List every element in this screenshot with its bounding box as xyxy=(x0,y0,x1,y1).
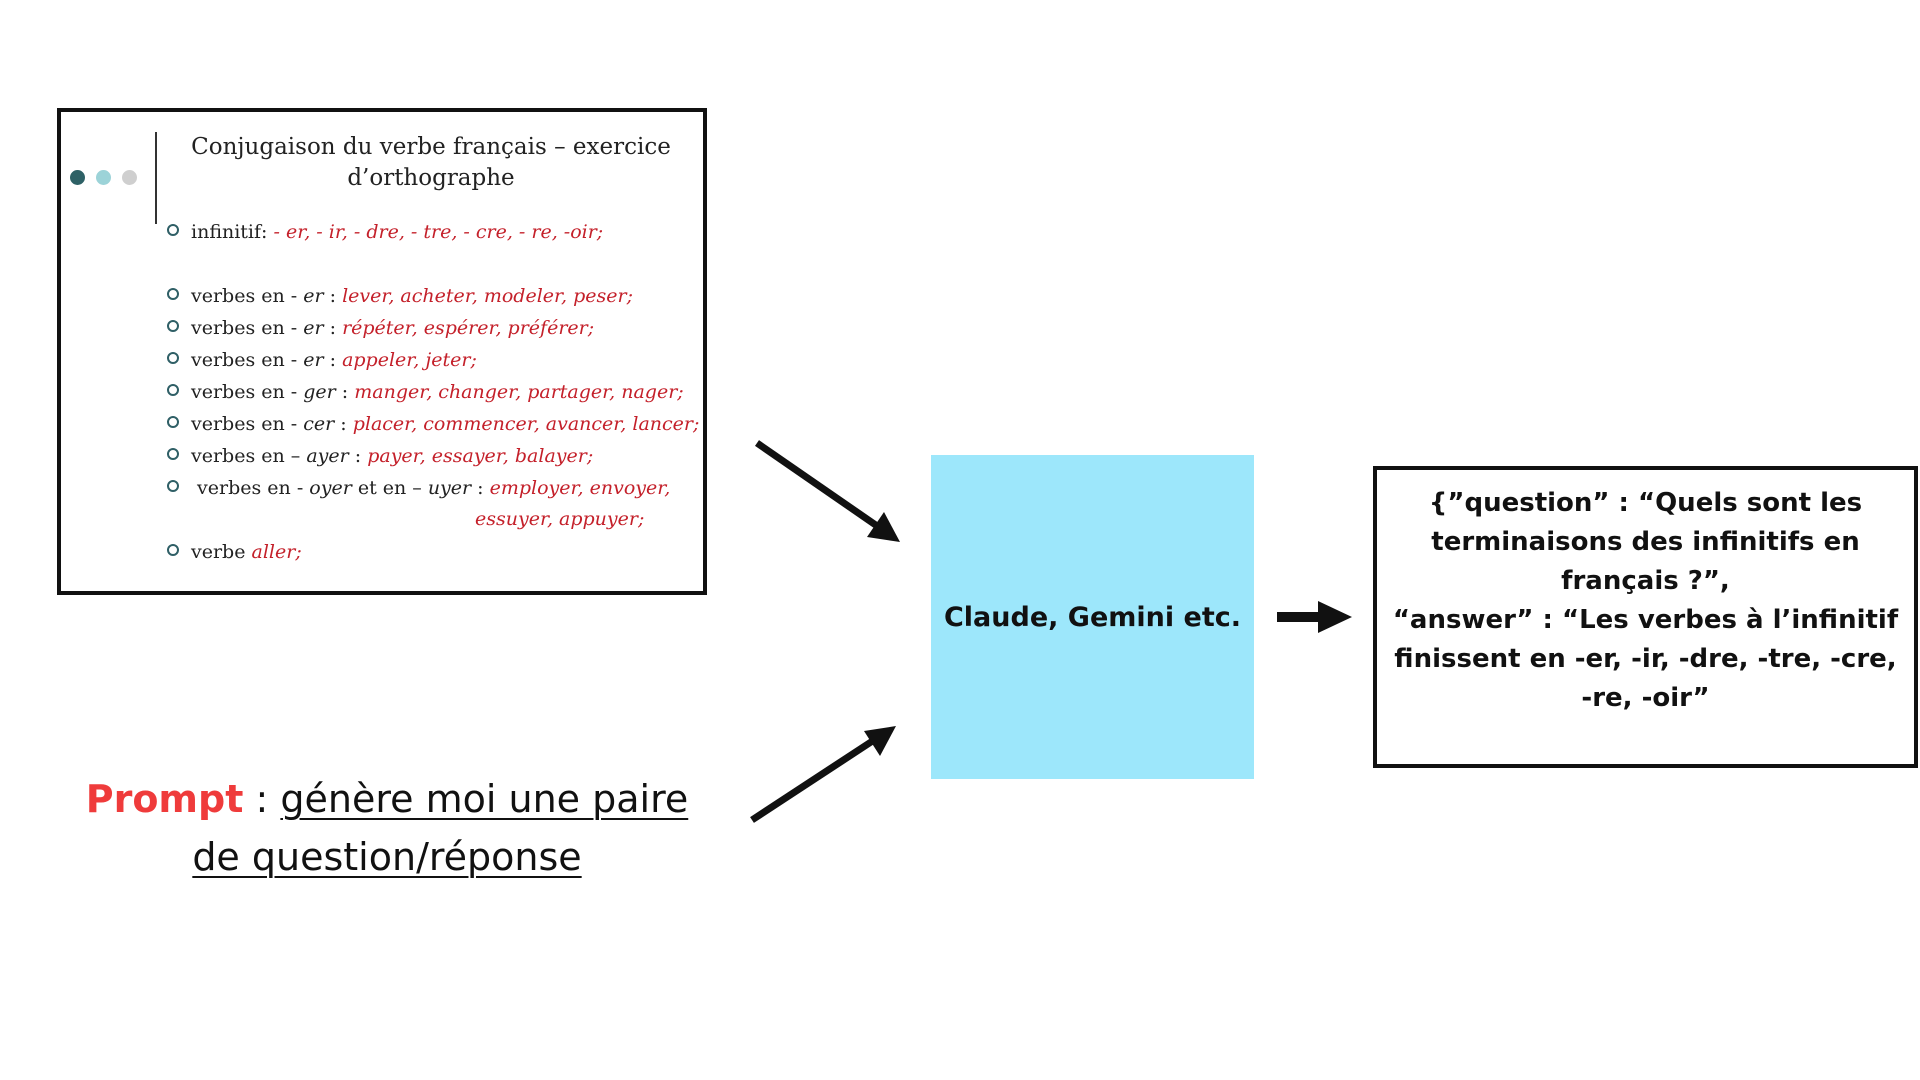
bullet-ring-icon xyxy=(167,224,179,236)
output-box: {”question” : “Quels sont les terminaiso… xyxy=(1373,466,1918,768)
bullet-ring-icon xyxy=(167,352,179,364)
slide-title: Conjugaison du verbe français – exercice… xyxy=(191,134,671,191)
bullet-examples: aller; xyxy=(251,541,302,563)
bullet-sep-2: : xyxy=(471,477,490,499)
llm-box: Claude, Gemini etc. xyxy=(931,455,1254,779)
slide-divider xyxy=(155,132,157,224)
prompt-separator: : xyxy=(243,777,281,821)
bullet-prefix: verbe xyxy=(191,541,252,563)
bullet-ring-icon xyxy=(167,480,179,492)
bullet-ayer: verbes en – ayer : payer, essayer, balay… xyxy=(167,444,593,468)
bullet-oyer-uyer: verbes en - oyer et en – uyer : employer… xyxy=(167,476,670,500)
bullet-er-3: verbes en - er : appeler, jeter; xyxy=(167,348,477,372)
bullet-aller: verbe aller; xyxy=(167,540,302,564)
bullet-examples: payer, essayer, balayer; xyxy=(367,445,594,467)
bullet-ring-icon xyxy=(167,288,179,300)
bullet-examples: - er, - ir, - dre, - tre, - cre, - re, -… xyxy=(273,221,604,243)
bullet-sep: : xyxy=(335,381,355,403)
bullet-sep: : xyxy=(323,285,343,307)
bullet-ring-icon xyxy=(167,384,179,396)
bullet-ger: verbes en - ger : manger, changer, parta… xyxy=(167,380,684,404)
prompt-content: génère moi une paire de question/réponse xyxy=(192,777,689,879)
bullet-sep: et en – xyxy=(351,477,428,499)
prompt-label: Prompt xyxy=(85,777,244,821)
bullet-examples: employer, envoyer, xyxy=(489,477,671,499)
bullet-prefix: verbes en - xyxy=(191,381,304,403)
bullet-term: oyer xyxy=(309,477,352,499)
arrow-llm-to-output-icon xyxy=(1277,601,1352,633)
bullet-continuation: essuyer, appuyer; xyxy=(475,508,645,530)
arrow-slide-to-llm-icon xyxy=(755,440,900,542)
bullet-prefix: verbes en - xyxy=(191,285,304,307)
bullet-sep: : xyxy=(323,317,343,339)
dot-light xyxy=(96,170,111,185)
bullet-er-1: verbes en - er : lever, acheter, modeler… xyxy=(167,284,633,308)
bullet-er-2: verbes en - er : répéter, espérer, préfé… xyxy=(167,316,594,340)
output-answer: “answer” : “Les verbes à l’infinitif fin… xyxy=(1392,605,1899,713)
bullet-prefix: infinitif: xyxy=(191,221,274,243)
bullet-examples: lever, acheter, modeler, peser; xyxy=(342,285,633,307)
bullet-cer: verbes en - cer : placer, commencer, ava… xyxy=(167,412,699,436)
bullet-prefix: verbes en - xyxy=(191,413,304,435)
bullet-sep: : xyxy=(348,445,368,467)
bullet-prefix: verbes en - xyxy=(191,477,310,499)
bullet-ring-icon xyxy=(167,320,179,332)
bullet-ring-icon xyxy=(167,416,179,428)
slide-dots xyxy=(70,170,137,185)
bullet-examples: placer, commencer, avancer, lancer; xyxy=(352,413,700,435)
bullet-term: er xyxy=(303,317,324,339)
bullet-prefix: verbes en - xyxy=(191,349,304,371)
llm-label: Claude, Gemini etc. xyxy=(943,601,1242,633)
dot-grey xyxy=(122,170,137,185)
bullet-ring-icon xyxy=(167,544,179,556)
bullet-term-2: uyer xyxy=(427,477,472,499)
arrow-prompt-to-llm-icon xyxy=(750,726,896,823)
bullet-infinitif: infinitif: - er, - ir, - dre, - tre, - c… xyxy=(167,220,603,244)
bullet-prefix: verbes en - xyxy=(191,317,304,339)
bullet-term: cer xyxy=(303,413,335,435)
bullet-examples: répéter, espérer, préférer; xyxy=(342,317,595,339)
dot-dark xyxy=(70,170,85,185)
bullet-ring-icon xyxy=(167,448,179,460)
bullet-sep: : xyxy=(323,349,343,371)
prompt-text: Prompt : génère moi une paire de questio… xyxy=(62,770,712,886)
bullet-examples: manger, changer, partager, nager; xyxy=(354,381,684,403)
bullet-term: er xyxy=(303,349,324,371)
bullet-sep: : xyxy=(334,413,353,435)
output-question: {”question” : “Quels sont les terminaiso… xyxy=(1428,488,1863,596)
bullet-examples: appeler, jeter; xyxy=(342,349,477,371)
bullet-prefix: verbes en – xyxy=(191,445,307,467)
bullet-term: ayer xyxy=(306,445,349,467)
bullet-term: er xyxy=(303,285,324,307)
slide-box: Conjugaison du verbe français – exercice… xyxy=(57,108,707,595)
bullet-term: ger xyxy=(303,381,336,403)
